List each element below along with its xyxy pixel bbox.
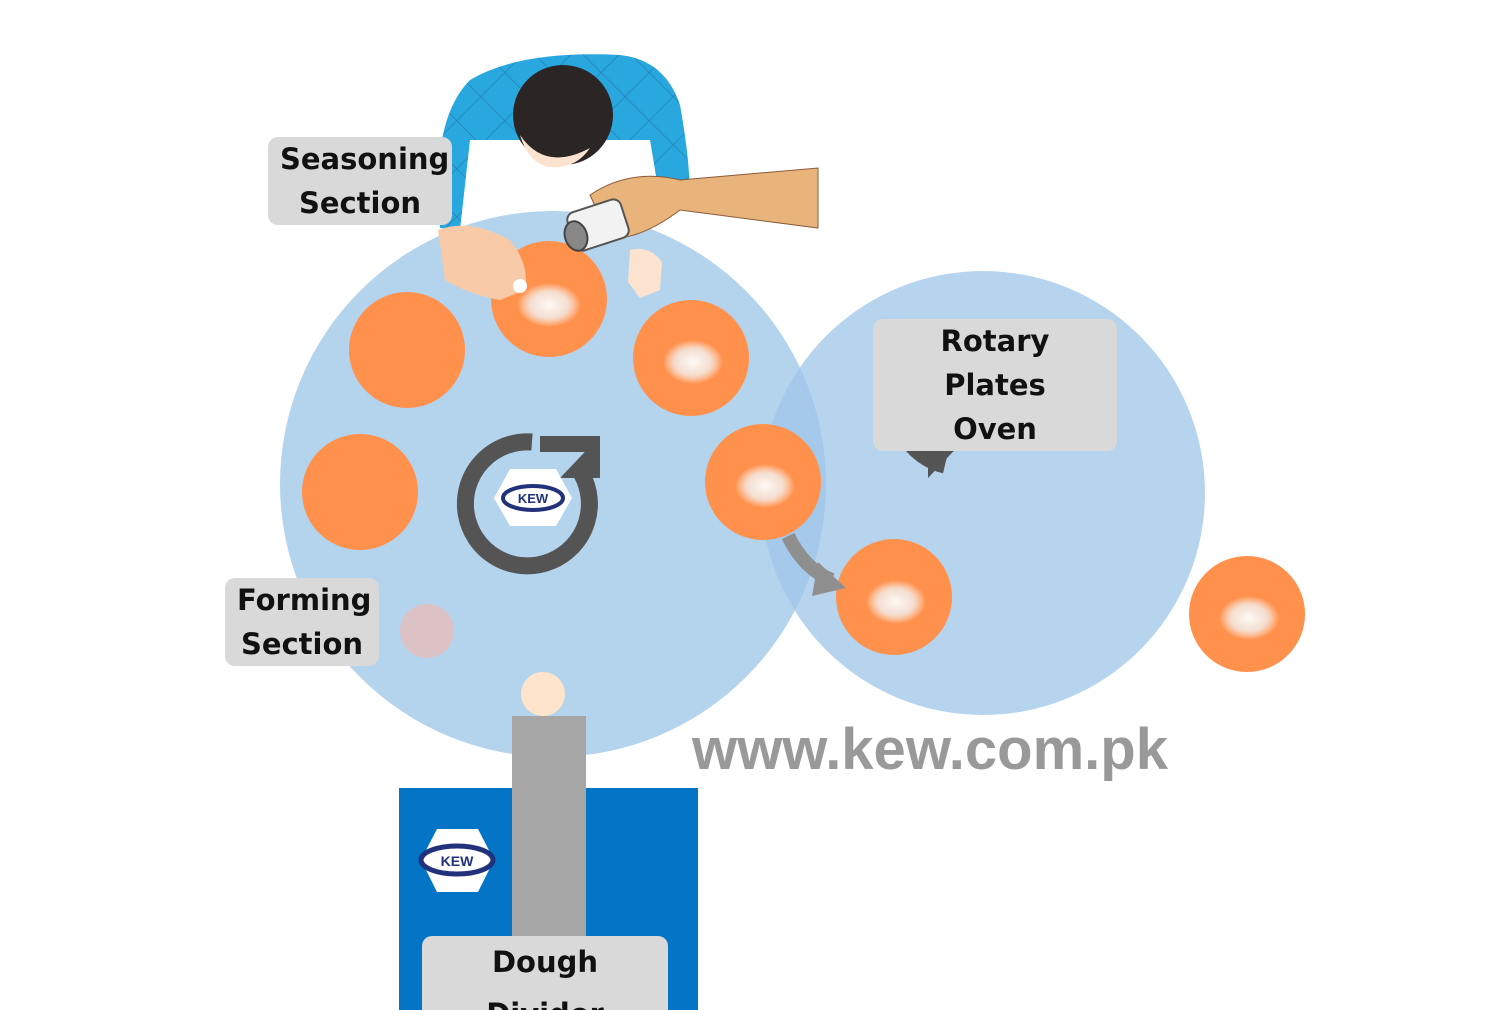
formed-dough-piece <box>400 604 454 658</box>
salt-shaker-icon <box>563 198 630 252</box>
seasoned-dough-piece <box>705 424 821 540</box>
website-url: www.kew.com.pk <box>692 717 1168 782</box>
worker-hand <box>628 248 662 298</box>
worker-hand <box>438 225 526 300</box>
seasoned-dough-piece <box>836 539 952 655</box>
dough-ball <box>521 672 565 716</box>
reaching-arm <box>589 167 819 239</box>
kew-logo-icon: KEW <box>418 829 496 892</box>
worker-head <box>513 65 613 165</box>
dough-divider-label: Dough Divider <box>422 936 668 1010</box>
dough-piece <box>302 434 418 550</box>
seasoning-section-label: Seasoning Section <box>268 137 452 225</box>
worker-figure-icon <box>438 54 819 300</box>
transfer-arrow-icon <box>781 532 846 596</box>
dough-piece <box>349 292 465 408</box>
baked-piece-output <box>1189 556 1305 672</box>
rotary-plates-oven-label: Rotary Plates Oven <box>873 319 1117 451</box>
kew-logo-text: KEW <box>441 853 474 869</box>
kew-logo-text: KEW <box>518 491 549 506</box>
clockwise-rotation-icon <box>456 433 600 575</box>
forming-section-label: Forming Section <box>225 578 379 666</box>
seasoned-dough-piece <box>633 300 749 416</box>
kew-logo-icon: KEW <box>494 469 572 526</box>
